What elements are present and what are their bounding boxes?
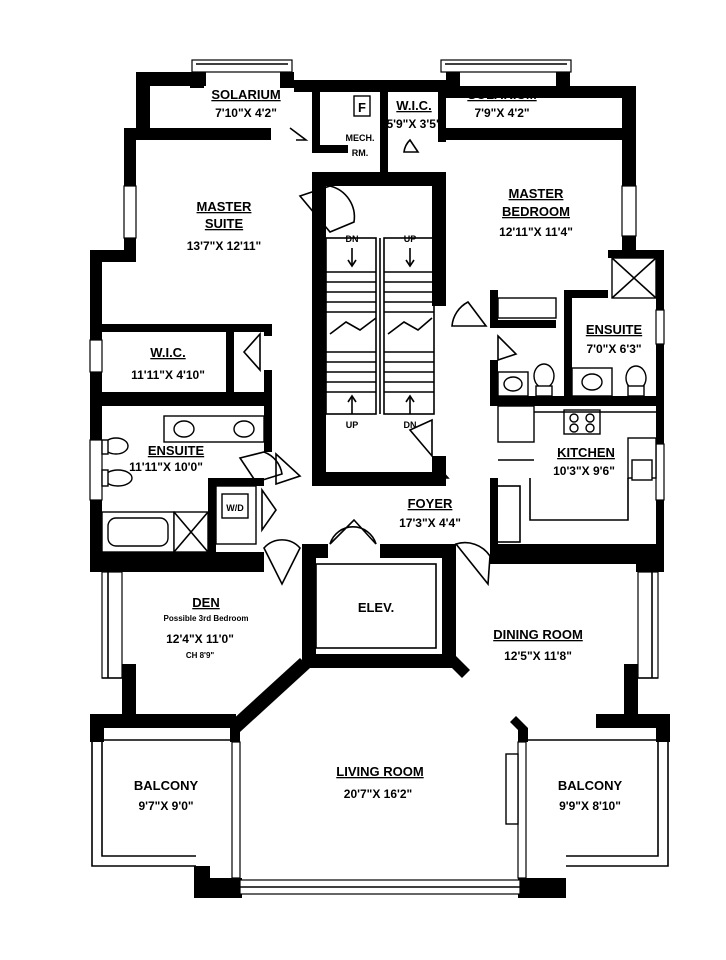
ensuite-left-name: ENSUITE bbox=[148, 443, 205, 458]
sink-icon bbox=[233, 420, 255, 438]
fridge-icon bbox=[497, 405, 535, 443]
wic-top-dimensions: 5'9"X 3'5" bbox=[386, 117, 441, 131]
sink-icon bbox=[581, 373, 603, 391]
wic-left-name: W.I.C. bbox=[150, 345, 185, 360]
solarium-window-left bbox=[191, 59, 293, 73]
wic-left-dimensions: 11'11"X 4'10" bbox=[131, 368, 205, 382]
ensuite-right-dimensions: 7'0"X 6'3" bbox=[586, 342, 641, 356]
mech-room-line2: RM. bbox=[352, 148, 369, 158]
wic-top-name: W.I.C. bbox=[396, 98, 431, 113]
stairs: DN UP UP DN bbox=[325, 234, 435, 430]
foyer-dimensions: 17'3"X 4'4" bbox=[399, 516, 461, 530]
foyer-name: FOYER bbox=[408, 496, 453, 511]
master-bedroom-line2: BEDROOM bbox=[502, 204, 570, 219]
dining-room-dimensions: 12'5"X 11'8" bbox=[504, 649, 572, 663]
kitchen-sink-icon bbox=[631, 459, 653, 481]
den-name: DEN bbox=[192, 595, 219, 610]
kitchen-dimensions: 10'3"X 9'6" bbox=[553, 464, 615, 478]
closet-shelf bbox=[497, 297, 557, 319]
ensuite-left-dimensions: 11'11"X 10'0" bbox=[129, 460, 203, 474]
balcony-left-outline bbox=[90, 714, 232, 886]
solarium-left-name: SOLARIUM bbox=[211, 87, 280, 102]
toilet-icon bbox=[533, 363, 555, 389]
sink-icon bbox=[173, 420, 195, 438]
solarium-left-dimensions: 7'10"X 4'2" bbox=[215, 106, 277, 120]
walls bbox=[90, 72, 670, 898]
stair-label-dn-bottom: DN bbox=[404, 420, 417, 430]
master-suite-dimensions: 13'7"X 12'11" bbox=[187, 239, 261, 253]
balcony-right-name: BALCONY bbox=[558, 778, 623, 793]
dining-room-name: DINING ROOM bbox=[493, 627, 583, 642]
doors bbox=[238, 127, 521, 587]
living-room-dimensions: 20'7"X 16'2" bbox=[344, 787, 412, 801]
solarium-right-name: SOLARIUM bbox=[467, 87, 536, 102]
angled-walls bbox=[230, 656, 528, 734]
stair-label-up-bottom: UP bbox=[346, 420, 359, 430]
stair-label-dn-top: DN bbox=[346, 234, 359, 244]
kitchen-name: KITCHEN bbox=[557, 445, 615, 460]
washer-dryer-label: W/D bbox=[226, 503, 244, 513]
furnace-icon bbox=[353, 95, 371, 117]
solarium-right-dimensions: 7'9"X 4'2" bbox=[474, 106, 529, 120]
den-dimensions: 12'4"X 11'0" bbox=[166, 632, 234, 646]
master-bedroom-line1: MASTER bbox=[509, 186, 565, 201]
balcony-left-dimensions: 9'7"X 9'0" bbox=[138, 799, 193, 813]
elevator-name: ELEV. bbox=[358, 600, 394, 615]
master-bedroom-dimensions: 12'11"X 11'4" bbox=[499, 225, 573, 239]
den-ceiling-height: CH 8'9" bbox=[186, 651, 215, 660]
balcony-right-dimensions: 9'9"X 8'10" bbox=[559, 799, 621, 813]
mech-room-line1: MECH. bbox=[346, 133, 375, 143]
ensuite-right-name: ENSUITE bbox=[586, 322, 643, 337]
stair-label-up-top: UP bbox=[404, 234, 417, 244]
living-room-name: LIVING ROOM bbox=[336, 764, 423, 779]
room-labels: SOLARIUM 7'10"X 4'2" SOLARIUM 7'9"X 4'2"… bbox=[129, 87, 642, 813]
master-suite-line2: SUITE bbox=[205, 216, 244, 231]
washer-dryer-icon bbox=[221, 493, 249, 519]
balcony-right-outline bbox=[528, 714, 670, 867]
master-suite-line1: MASTER bbox=[197, 199, 253, 214]
mech-symbol: F bbox=[358, 100, 366, 115]
cooktop-icon bbox=[563, 409, 601, 435]
den-note: Possible 3rd Bedroom bbox=[164, 614, 249, 623]
balcony-left-name: BALCONY bbox=[134, 778, 199, 793]
solarium-window-right bbox=[440, 59, 572, 73]
windows bbox=[89, 185, 665, 895]
fixtures: F bbox=[101, 95, 657, 649]
